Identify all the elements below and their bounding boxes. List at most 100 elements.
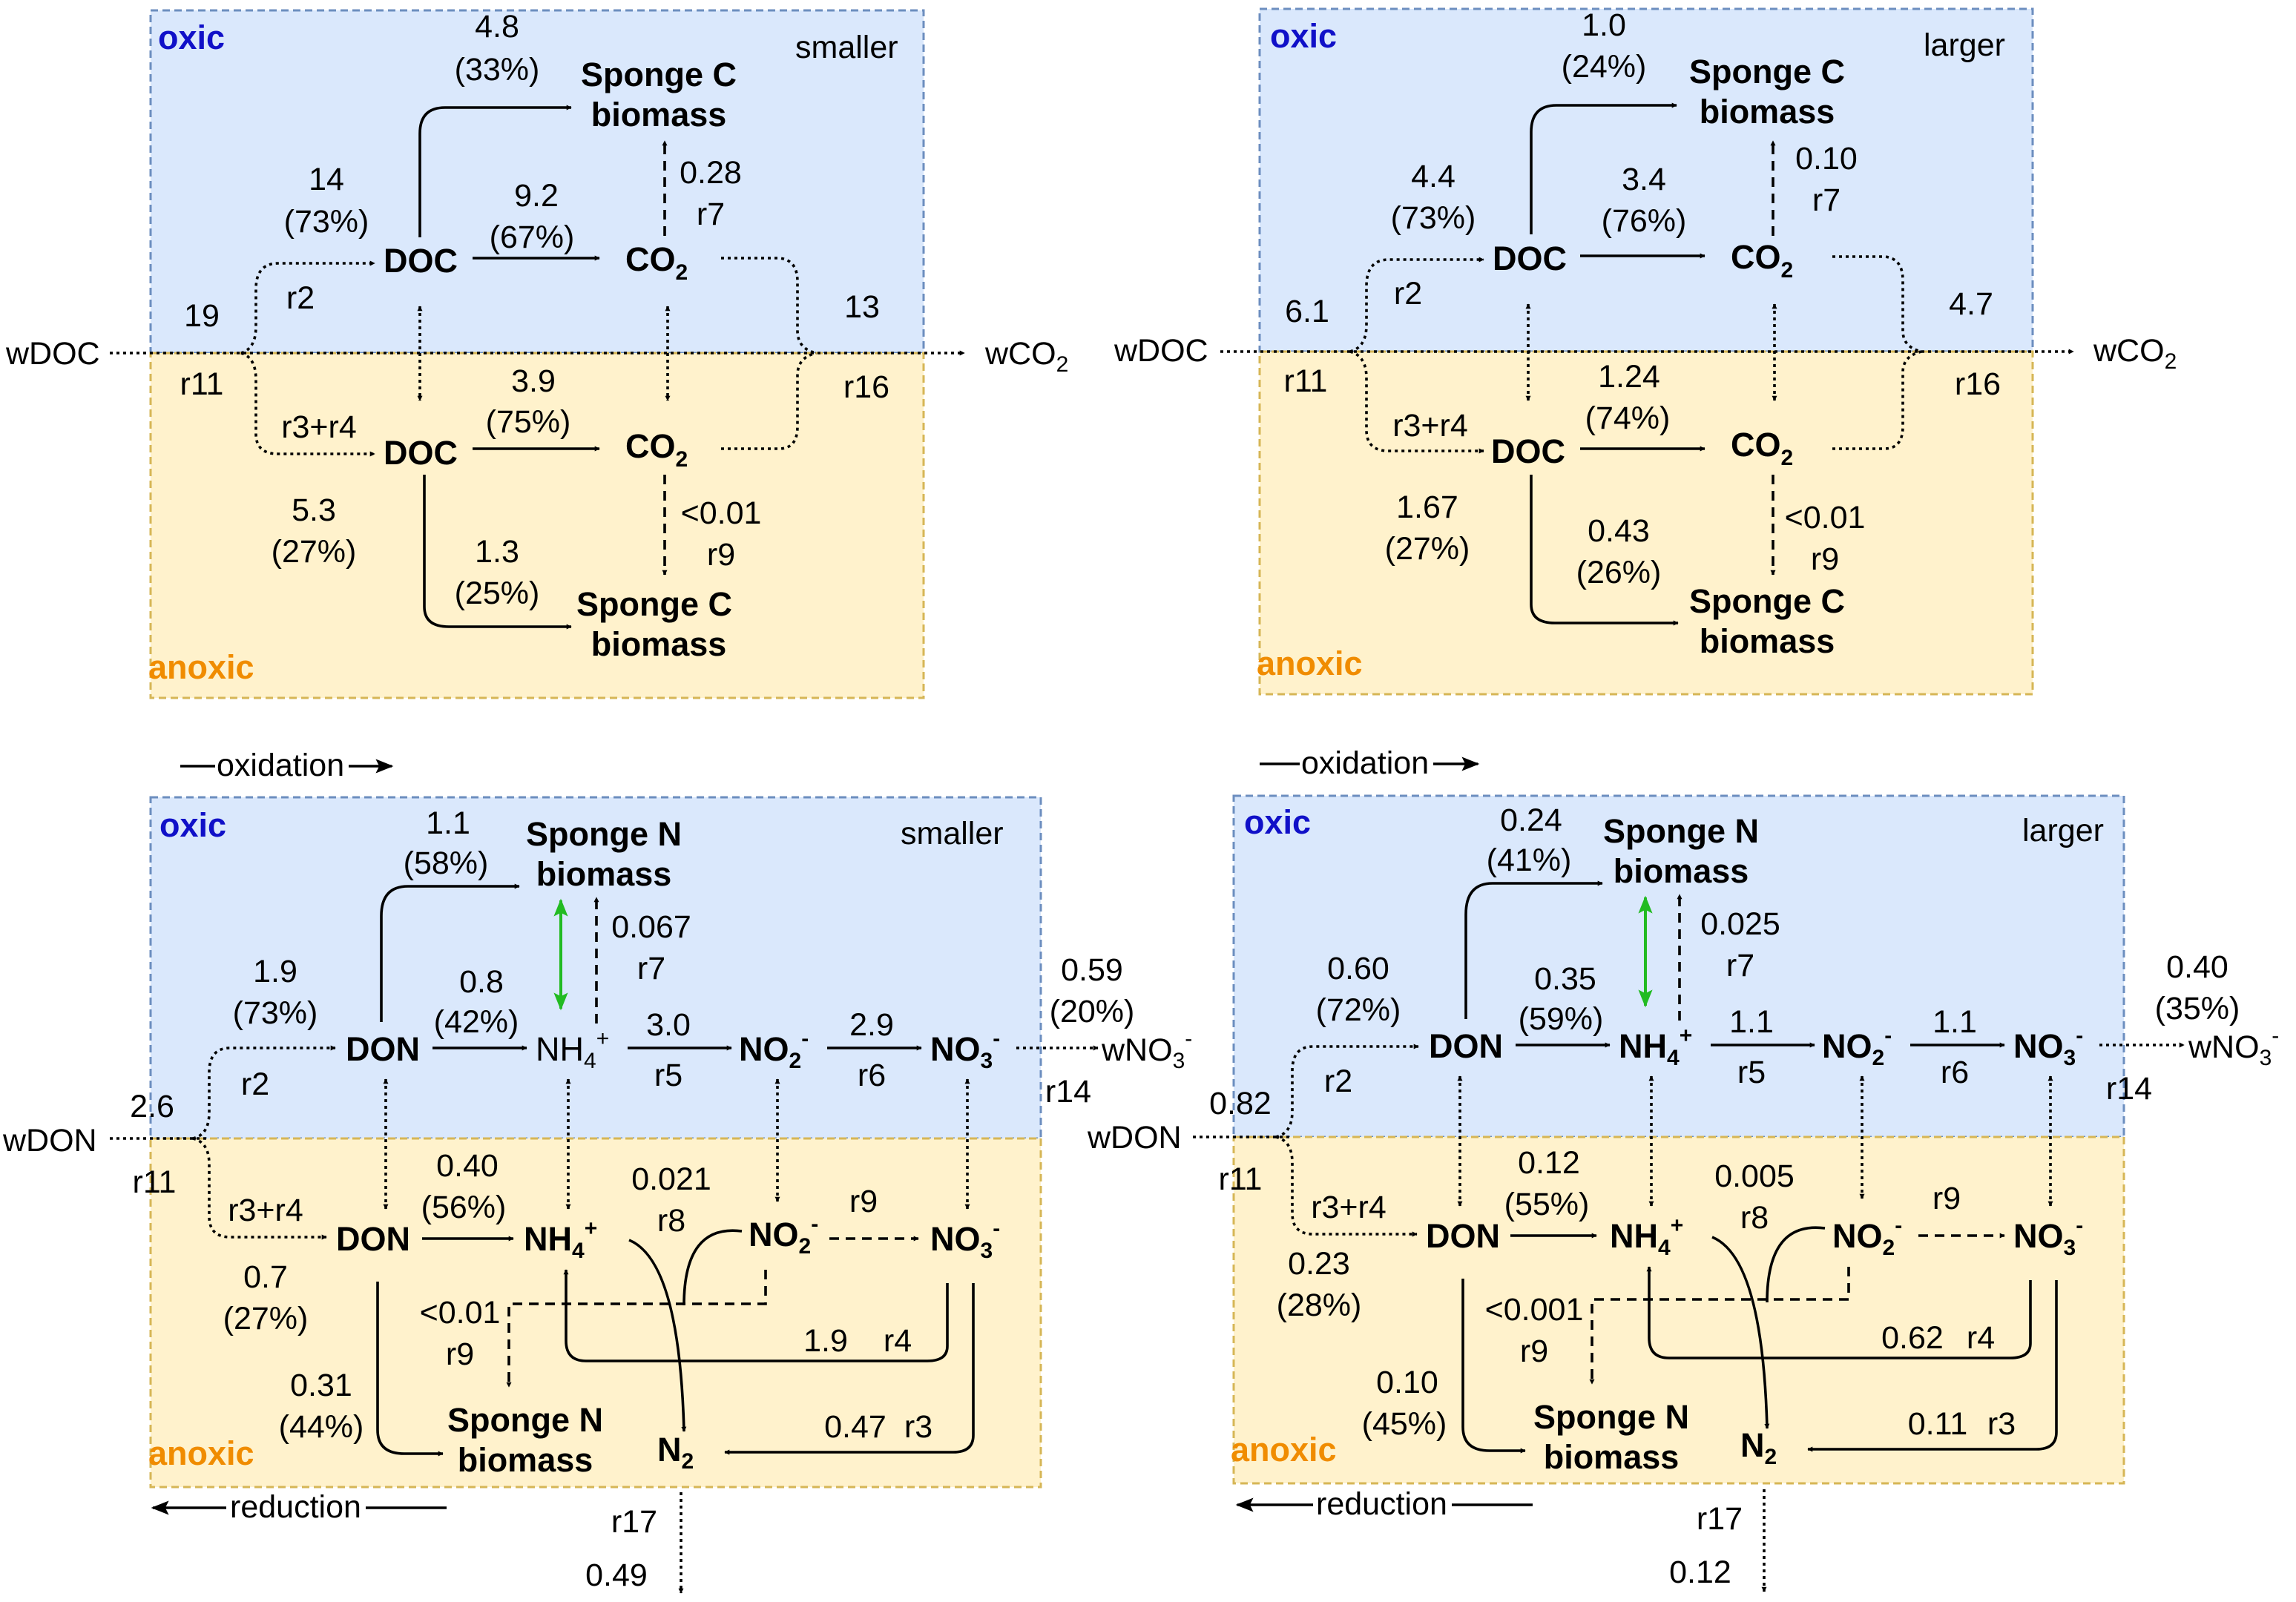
anoxic-label: anoxic — [1231, 1431, 1337, 1468]
flow-arrow — [1711, 1236, 1770, 1429]
reaction-label: r3 — [904, 1409, 932, 1445]
flux-percent: (27%) — [223, 1301, 309, 1336]
flow-arrow — [240, 260, 375, 355]
flux-value: 0.59 — [1061, 952, 1123, 988]
sponge-c-oxic-node-line1: Sponge C — [581, 56, 737, 93]
reaction-label: r7 — [1812, 182, 1841, 218]
size-label: larger — [1924, 27, 2005, 63]
co2-oxic-node: CO2 — [625, 240, 688, 285]
flux-value: 19 — [184, 298, 220, 334]
flux-percent: (28%) — [1277, 1288, 1362, 1323]
oxidation-arrow-left: oxidation — [180, 748, 394, 783]
reaction-label: r11 — [1219, 1161, 1263, 1197]
reaction-label: r9 — [849, 1184, 878, 1219]
no3-anoxic-node: NO3- — [2013, 1213, 2083, 1260]
reduction-label: reduction — [230, 1489, 361, 1525]
flux-percent: (42%) — [434, 1004, 519, 1040]
oxic-zone — [149, 9, 925, 355]
reaction-label: r7 — [697, 197, 725, 232]
flow-arrow — [1589, 1267, 1850, 1385]
reaction-label: r2 — [1324, 1064, 1352, 1099]
flux-percent: (41%) — [1487, 843, 1572, 878]
flux-value: 4.8 — [475, 9, 519, 44]
flux-percent: (25%) — [455, 576, 540, 611]
flow-arrow — [423, 475, 572, 630]
flux-value: 0.12 — [1518, 1145, 1580, 1181]
nh4-oxic-node: NH4+ — [1619, 1024, 1692, 1070]
reaction-label: r9 — [1932, 1181, 1961, 1216]
sponge-c-oxic-node-line2: biomass — [1700, 93, 1835, 131]
flux-value: 0.7 — [243, 1259, 288, 1295]
sponge-c-anoxic-node-line1: Sponge C — [1689, 582, 1845, 620]
flux-value: <0.01 — [1785, 500, 1866, 535]
flow-arrow — [418, 105, 572, 237]
flux-value: 0.35 — [1534, 961, 1596, 997]
wdon-label: wDON — [2, 1123, 97, 1158]
reaction-label: r11 — [1284, 363, 1328, 399]
reaction-label: r11 — [180, 366, 224, 402]
flux-percent: (20%) — [1050, 994, 1135, 1029]
reduction-arrow-left: reduction — [151, 1489, 447, 1525]
wno3-label: wNO3- — [2188, 1024, 2279, 1070]
no3-anoxic-node: NO3- — [930, 1216, 1000, 1263]
flux-value: 13 — [844, 289, 880, 325]
flow-arrow — [376, 1282, 444, 1457]
co2-anoxic-node: CO2 — [625, 427, 688, 472]
oxidation-arrow-right: oxidation — [1260, 745, 1480, 781]
sponge-n-anoxic-node-line2: biomass — [458, 1441, 593, 1479]
flux-percent: (44%) — [279, 1409, 364, 1445]
flow-line — [1832, 255, 1922, 353]
sponge-n-anoxic-node-line1: Sponge N — [447, 1401, 603, 1439]
reaction-label: r16 — [843, 369, 889, 405]
flux-percent: (45%) — [1362, 1406, 1447, 1442]
oxic-label: oxic — [1270, 17, 1337, 55]
reaction-label: r11 — [133, 1164, 177, 1200]
doc-oxic-node: DOC — [1493, 240, 1567, 277]
flux-value: 4.7 — [1949, 286, 1993, 322]
reaction-label: r14 — [1045, 1074, 1091, 1110]
panel-doc-smaller: oxic anoxic smaller DOC CO2 Sponge C bio… — [5, 9, 1068, 699]
reaction-label: r8 — [1740, 1200, 1769, 1236]
oxidation-label: oxidation — [1301, 745, 1429, 781]
sponge-n-anoxic-node-line2: biomass — [1544, 1438, 1680, 1476]
anoxic-label: anoxic — [148, 648, 254, 686]
flow-arrow — [1807, 1280, 2058, 1452]
flux-percent: (67%) — [490, 220, 575, 255]
flux-value: 0.60 — [1327, 951, 1389, 986]
wco2-label: wCO2 — [984, 336, 1068, 377]
reaction-label: r17 — [611, 1504, 657, 1540]
flux-percent: (73%) — [1391, 200, 1476, 236]
reaction-label: r4 — [884, 1323, 912, 1359]
flux-value: 0.43 — [1588, 513, 1650, 549]
reaction-label: r7 — [1726, 948, 1754, 983]
flow-arrow — [1275, 1135, 1418, 1237]
sponge-n-oxic-node-line2: biomass — [1614, 852, 1749, 890]
anoxic-label: anoxic — [148, 1434, 254, 1472]
co2-anoxic-node: CO2 — [1731, 426, 1793, 470]
flow-arrow — [240, 352, 375, 457]
flux-percent: (33%) — [455, 52, 540, 88]
reaction-label: r17 — [1697, 1501, 1743, 1537]
n2-node: N2 — [657, 1431, 694, 1474]
flux-percent: (73%) — [284, 204, 369, 240]
flux-value: 0.8 — [459, 964, 504, 1000]
flux-percent: (56%) — [421, 1190, 507, 1225]
flux-value: 6.1 — [1285, 294, 1329, 329]
flux-value: 1.1 — [426, 805, 470, 841]
flow-arrow — [1530, 475, 1679, 626]
flux-value: 0.12 — [1669, 1555, 1731, 1590]
no3-oxic-node: NO3- — [2013, 1024, 2083, 1070]
flux-value: 0.021 — [631, 1161, 711, 1197]
anoxic-label: anoxic — [1257, 645, 1363, 682]
no2-oxic-node: NO2- — [739, 1026, 809, 1073]
flux-value: 0.47 — [824, 1409, 887, 1445]
flux-percent: (74%) — [1585, 400, 1671, 436]
flow-arrow — [1461, 1279, 1526, 1454]
reaction-label: r4 — [1967, 1320, 1995, 1356]
flux-value: 1.1 — [1932, 1004, 1977, 1040]
sponge-n-oxic-node-line1: Sponge N — [1603, 812, 1759, 850]
reaction-label: r2 — [286, 280, 315, 316]
oxic-label: oxic — [159, 806, 226, 844]
anoxic-zone — [149, 1137, 1042, 1489]
panel-don-smaller: oxic anoxic smaller DON NH4+ NO2- NO3- S… — [2, 796, 1192, 1594]
